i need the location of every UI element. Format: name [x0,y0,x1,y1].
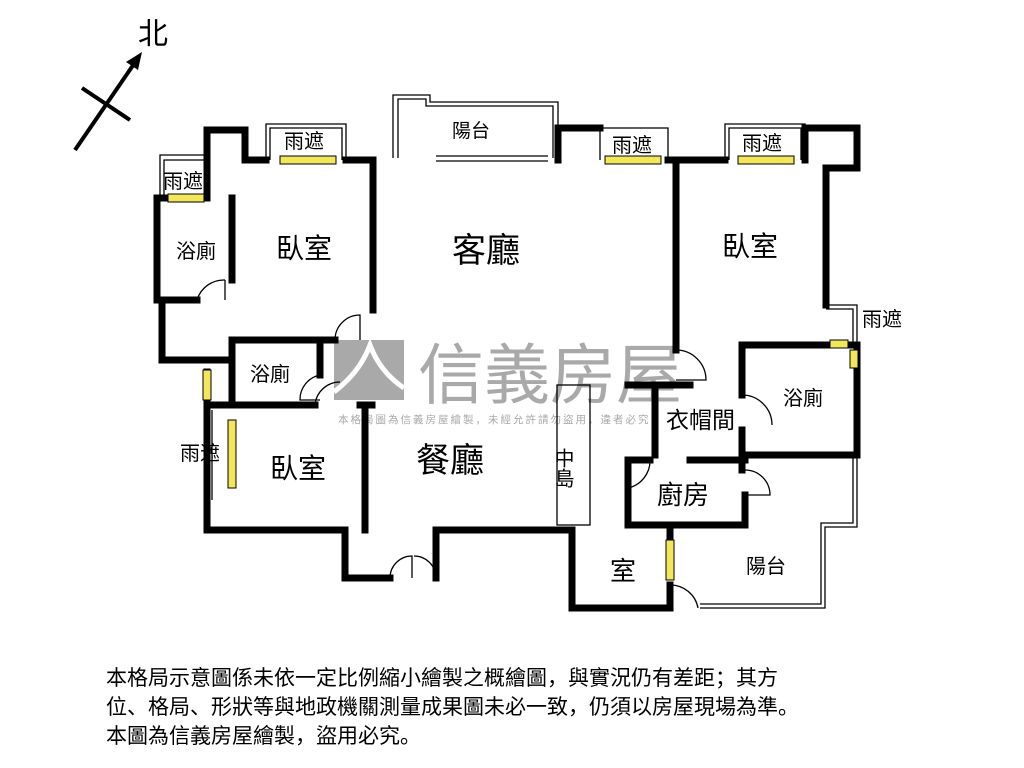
label-room-small: 室 [610,557,636,587]
disclaimer-line: 本格局示意圖係未依一定比例縮小繪製之概繪圖，與實況仍有差距；其方 [106,666,778,690]
disclaimer: 本格局示意圖係未依一定比例縮小繪製之概繪圖，與實況仍有差距；其方 位、格局、形狀… [106,664,946,751]
compass-label: 北 [138,17,168,52]
doors [196,279,773,609]
label-bath-right: 浴廁 [783,386,823,410]
watermark: 信義房屋 本格局圖為信義房屋繪製，未經允許請勿盜用，違者必究 [332,337,682,426]
north-arrow-icon: 北 [73,17,168,152]
label-canopy: 雨遮 [862,307,902,331]
label-bedroom-right: 臥室 [722,230,778,263]
label-canopy: 雨遮 [163,169,203,193]
label-bath-middle: 浴廁 [250,362,290,386]
label-closet: 衣帽間 [666,408,735,434]
watermark-brand: 信義房屋 [418,337,682,414]
label-bedroom-left-bottom: 臥室 [270,452,326,485]
room-labels: 陽台 客廳 臥室 臥室 臥室 浴廁 浴廁 浴廁 餐廳 中島 衣帽間 廚房 室 陽… [163,120,902,587]
label-canopy: 雨遮 [742,131,782,155]
label-island: 中島 [551,448,575,488]
disclaimer-line: 位、格局、形狀等與地政機關測量成果圖未必一致，仍須以房屋現場為準。 [106,695,799,719]
windows [167,155,859,581]
label-canopy: 雨遮 [180,441,220,465]
label-bath-left: 浴廁 [176,239,216,263]
label-balcony-bottom: 陽台 [746,554,786,578]
watermark-notice: 本格局圖為信義房屋繪製，未經允許請勿盜用，違者必究 [338,413,651,426]
label-canopy: 雨遮 [612,133,652,157]
label-living: 客廳 [452,231,520,271]
walls [153,124,861,612]
label-balcony-top: 陽台 [452,120,490,142]
label-kitchen: 廚房 [657,481,709,511]
disclaimer-line: 本圖為信義房屋繪製，盜用必究。 [106,724,421,748]
label-canopy: 雨遮 [284,129,324,153]
label-dining: 餐廳 [416,441,484,481]
label-bedroom-left-top: 臥室 [276,232,332,265]
